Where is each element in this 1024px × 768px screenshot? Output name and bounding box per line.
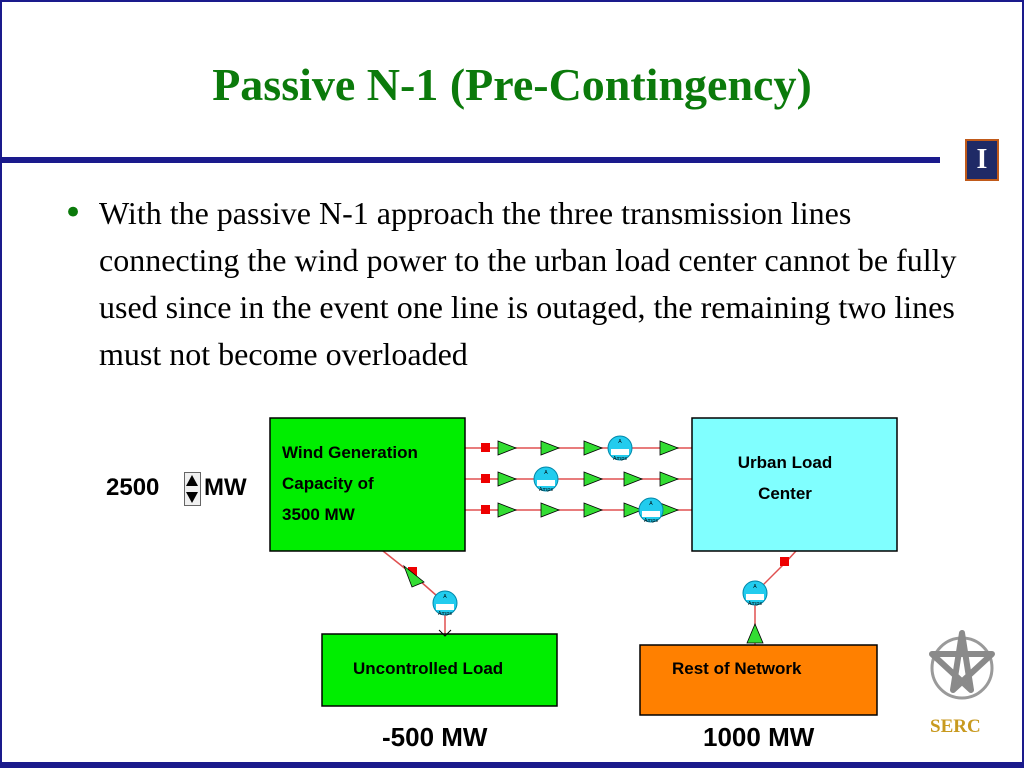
urban-load-label: Urban Load Center [700, 447, 870, 509]
flow-arrow-icon [403, 564, 425, 588]
uncontrolled-load-box[interactable] [321, 633, 558, 707]
rest-of-network-box[interactable] [639, 644, 878, 716]
wind-generation-line-1: Wind Generation [282, 443, 418, 462]
ammeter-amps-label: Amps [644, 518, 658, 524]
serc-logo-icon [929, 630, 995, 700]
ammeter-icon[interactable]: A Amps [432, 590, 458, 617]
flow-arrow-icon [659, 440, 680, 456]
rest-of-network-label: Rest of Network [672, 659, 802, 678]
ammeter-a-label: A [618, 439, 622, 445]
ammeter-icon[interactable]: A Amps [607, 435, 633, 462]
load-tick-icon [438, 629, 452, 637]
flow-arrow-icon [540, 440, 561, 456]
wind-mw-unit: MW [204, 474, 247, 501]
ammeter-icon[interactable]: A Amps [638, 497, 664, 524]
ammeter-icon[interactable]: A Amps [742, 580, 768, 607]
spinner-up-icon[interactable] [186, 475, 198, 486]
uncontrolled-load-mw: -500 MW [382, 722, 488, 752]
breaker-icon[interactable] [481, 505, 490, 514]
bullet-icon: • [63, 193, 84, 233]
flow-arrow-icon [583, 440, 604, 456]
breaker-icon[interactable] [780, 557, 789, 566]
flow-arrow-icon [583, 502, 604, 518]
ammeter-amps-label: Amps [748, 601, 762, 607]
title-rule [0, 157, 940, 163]
wind-generation-label: Wind Generation Capacity of 3500 MW [282, 437, 418, 530]
ammeter-gauges: A Amps A Amps A Amps A Amps A Amps [432, 435, 768, 617]
flow-arrow-icon [497, 440, 518, 456]
slide-title: Passive N-1 (Pre-Contingency) [212, 59, 812, 110]
ammeter-icon[interactable]: A Amps [533, 466, 559, 493]
bullet-text: With the passive N-1 approach the three … [99, 195, 957, 372]
ammeter-a-label: A [544, 470, 548, 476]
breaker-icon[interactable] [481, 443, 490, 452]
rest-of-network-mw: 1000 MW [703, 722, 815, 752]
mw-spinner[interactable] [184, 472, 201, 506]
wind-generation-line-3: 3500 MW [282, 505, 355, 524]
wind-generation-box[interactable] [269, 417, 466, 552]
flow-arrow-icon [540, 502, 561, 518]
spinner-down-icon[interactable] [186, 492, 198, 503]
flow-arrow-icon [583, 471, 604, 487]
ammeter-amps-label: Amps [539, 487, 553, 493]
breaker-icon[interactable] [408, 567, 417, 576]
ammeter-a-label: A [753, 584, 757, 590]
bullet-text-region: With the passive N-1 approach the three … [99, 190, 999, 412]
flow-arrow-icon [497, 502, 518, 518]
ammeter-a-label: A [649, 501, 653, 507]
wind-mw-value[interactable]: 2500 [106, 474, 160, 501]
flow-arrow-icon [623, 471, 644, 487]
university-logo-icon: I [965, 139, 999, 181]
flow-arrow-icon [746, 622, 764, 644]
slide-bottom-border [0, 762, 1024, 768]
ammeter-amps-label: Amps [613, 456, 627, 462]
uncontrolled-load-label: Uncontrolled Load [353, 659, 504, 678]
flow-arrows [403, 440, 764, 644]
wind-generation-line-2: Capacity of [282, 474, 374, 493]
serc-logo-text: SERC [930, 716, 981, 737]
ammeter-a-label: A [443, 594, 447, 600]
breaker-icon[interactable] [481, 474, 490, 483]
urban-load-line-2: Center [758, 484, 812, 503]
ammeter-amps-label: Amps [438, 611, 452, 617]
breakers [408, 443, 789, 576]
flow-arrow-icon [659, 471, 680, 487]
urban-load-box[interactable] [691, 417, 898, 552]
urban-load-line-1: Urban Load [737, 453, 833, 472]
flow-arrow-icon [497, 471, 518, 487]
flow-arrow-icon [623, 502, 644, 518]
